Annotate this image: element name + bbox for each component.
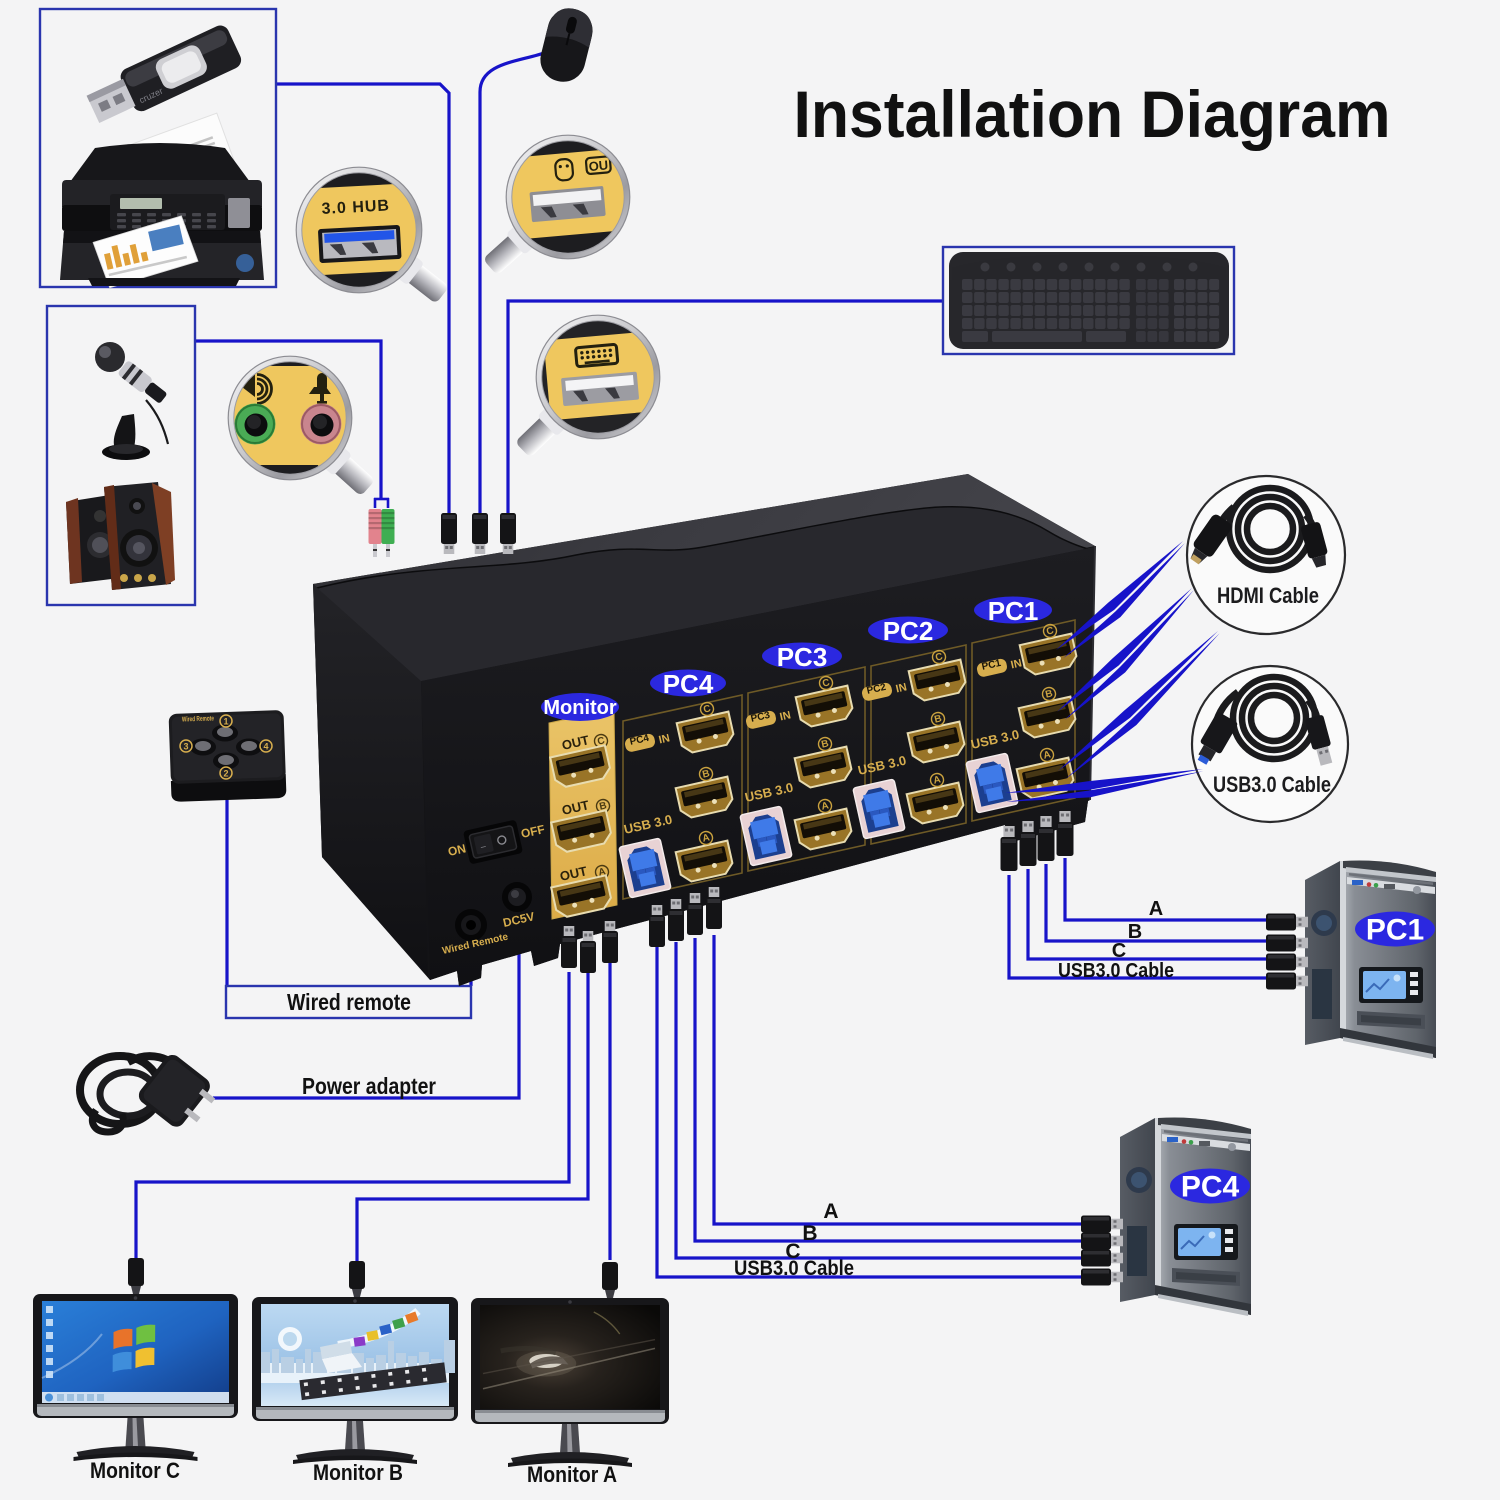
svg-text:C: C bbox=[934, 651, 943, 663]
svg-text:PC3: PC3 bbox=[750, 710, 772, 725]
svg-text:1: 1 bbox=[223, 717, 228, 727]
svg-text:3: 3 bbox=[183, 742, 188, 752]
svg-text:B: B bbox=[1128, 921, 1142, 943]
svg-text:OUT: OUT bbox=[558, 863, 588, 884]
svg-text:PC4: PC4 bbox=[663, 669, 714, 699]
svg-text:PC2: PC2 bbox=[883, 616, 934, 646]
svg-text:OUT: OUT bbox=[560, 732, 590, 753]
svg-text:IN: IN bbox=[658, 732, 671, 746]
svg-text:C: C bbox=[1112, 940, 1126, 962]
svg-text:A: A bbox=[932, 774, 941, 786]
svg-text:HDMI Cable: HDMI Cable bbox=[1217, 583, 1319, 608]
svg-text:USB3.0 Cable: USB3.0 Cable bbox=[1058, 960, 1174, 982]
svg-text:PC4: PC4 bbox=[1181, 1171, 1240, 1204]
svg-text:B: B bbox=[598, 800, 607, 812]
svg-text:Monitor C: Monitor C bbox=[90, 1458, 180, 1483]
svg-text:Power adapter: Power adapter bbox=[302, 1073, 436, 1099]
svg-text:PC1: PC1 bbox=[988, 596, 1039, 626]
svg-text:DC5V: DC5V bbox=[502, 909, 536, 930]
svg-text:ON: ON bbox=[447, 841, 468, 859]
svg-text:OFF: OFF bbox=[520, 822, 546, 841]
svg-text:C: C bbox=[596, 735, 605, 747]
svg-text:PC4: PC4 bbox=[629, 733, 651, 748]
svg-text:PC2: PC2 bbox=[866, 682, 888, 697]
svg-text:C: C bbox=[702, 703, 711, 715]
svg-text:4: 4 bbox=[263, 742, 268, 752]
svg-text:Installation Diagram: Installation Diagram bbox=[794, 77, 1391, 151]
svg-text:Monitor B: Monitor B bbox=[313, 1460, 403, 1485]
svg-text:A: A bbox=[1042, 749, 1051, 761]
svg-text:PC1: PC1 bbox=[1366, 914, 1424, 947]
svg-text:B: B bbox=[820, 738, 829, 750]
svg-text:–: – bbox=[480, 841, 487, 852]
svg-text:B: B bbox=[802, 1222, 817, 1245]
svg-text:IN: IN bbox=[1010, 657, 1023, 671]
svg-text:PC1: PC1 bbox=[981, 658, 1003, 673]
svg-text:C: C bbox=[1045, 625, 1054, 637]
svg-text:2: 2 bbox=[223, 769, 228, 779]
svg-text:Wired Remote: Wired Remote bbox=[182, 715, 214, 723]
svg-text:USB3.0 Cable: USB3.0 Cable bbox=[1213, 772, 1331, 797]
svg-text:B: B bbox=[701, 768, 710, 780]
svg-text:B: B bbox=[1044, 688, 1053, 700]
svg-text:Monitor: Monitor bbox=[543, 697, 617, 719]
svg-text:IN: IN bbox=[779, 709, 792, 723]
svg-text:OUT: OUT bbox=[560, 797, 590, 818]
svg-text:USB3.0 Cable: USB3.0 Cable bbox=[734, 1257, 854, 1280]
svg-text:A: A bbox=[597, 866, 606, 878]
svg-text:C: C bbox=[821, 677, 830, 689]
svg-text:A: A bbox=[823, 1200, 838, 1223]
svg-text:IN: IN bbox=[895, 681, 908, 695]
svg-text:A: A bbox=[701, 832, 710, 844]
svg-text:A: A bbox=[820, 800, 829, 812]
svg-text:3.0 HUB: 3.0 HUB bbox=[321, 197, 390, 218]
svg-text:A: A bbox=[1149, 898, 1163, 920]
svg-text:C: C bbox=[785, 1240, 800, 1263]
svg-text:B: B bbox=[933, 713, 942, 725]
svg-text:OU: OU bbox=[588, 157, 609, 174]
svg-text:PC3: PC3 bbox=[777, 642, 828, 672]
svg-text:Monitor A: Monitor A bbox=[527, 1462, 617, 1487]
svg-text:Wired remote: Wired remote bbox=[287, 989, 411, 1015]
